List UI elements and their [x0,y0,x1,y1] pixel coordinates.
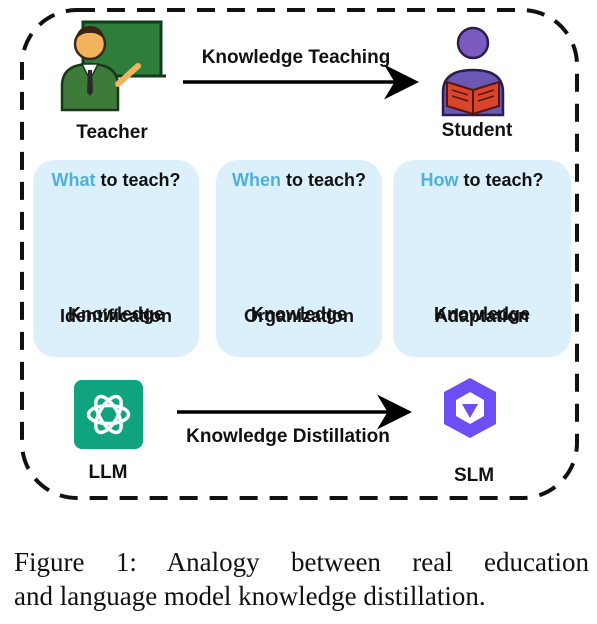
teacher-label: Teacher [76,122,148,143]
question-rest: to teach? [280,170,366,190]
dashed-frame [20,8,579,500]
result-what: Knowledge Identification [33,304,199,326]
result-line2: Identification [60,306,172,326]
caption-line2: and language model knowledge distillatio… [14,581,486,611]
result-line2: Organization [243,306,354,326]
teacher-icon [60,20,166,112]
question-accent: When [231,170,281,190]
student-icon [441,26,505,117]
result-when: Knowledge Organization [216,304,382,326]
llm-label: LLM [88,462,128,483]
slm-label: SLM [453,465,495,486]
question-rest: to teach? [95,170,181,190]
result-line2: Adaptation [435,306,529,326]
result-line1: Knowledge [433,304,530,324]
result-how: Knowledge Adaptation [393,304,571,326]
llm-logo-icon [74,380,143,449]
teaching-arrow-label: Knowledge Teaching [201,47,391,68]
student-label: Student [441,120,513,141]
figure-caption: Figure 1: Analogy between real education… [14,545,589,613]
panel-how [393,160,571,357]
result-line1: Knowledge [250,304,347,324]
question-accent: What [51,170,96,190]
result-line1: Knowledge [67,304,164,324]
question-rest: to teach? [458,170,544,190]
panel-when [216,160,382,357]
slm-logo-icon [444,378,496,438]
panel-what [33,160,199,357]
caption-line1: Figure 1: Analogy between real education [14,547,589,577]
question-accent: How [420,170,459,190]
distillation-arrow-label: Knowledge Distillation [186,426,390,447]
